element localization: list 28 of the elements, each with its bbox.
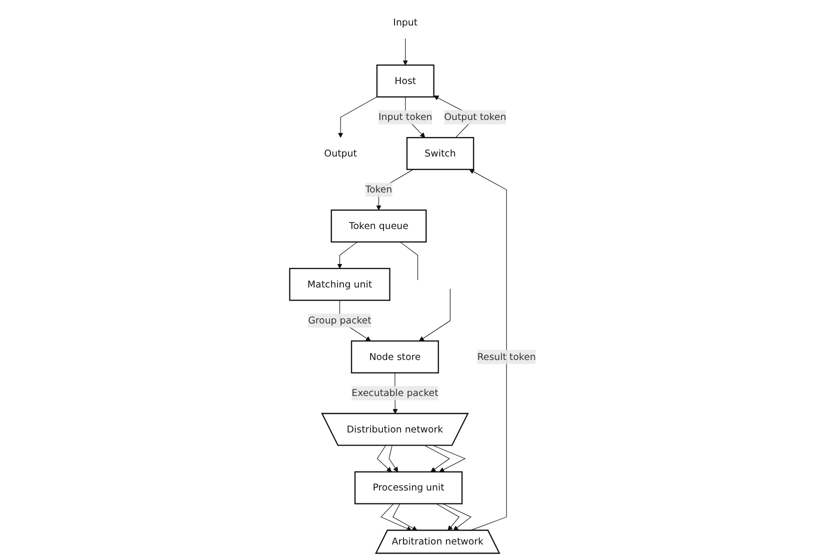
arrow bbox=[388, 445, 398, 472]
arrow bbox=[469, 169, 508, 531]
edge-label: Token bbox=[366, 184, 392, 196]
node-box: Processing unit bbox=[354, 471, 463, 504]
node-text: Input bbox=[393, 16, 418, 28]
arrow bbox=[433, 445, 466, 472]
edge-label: Output token bbox=[444, 111, 506, 123]
edge-label: Result token bbox=[478, 351, 536, 362]
node-text: Output bbox=[324, 148, 358, 159]
arrow bbox=[377, 445, 392, 472]
edge-label: Group packet bbox=[308, 314, 372, 326]
connector bbox=[400, 242, 418, 280]
arrow bbox=[392, 503, 418, 531]
arrow bbox=[403, 38, 408, 66]
node-box: Matching unit bbox=[289, 268, 391, 301]
node-box: Host bbox=[376, 64, 435, 98]
arrow bbox=[419, 288, 451, 342]
edge-label: Executable packet bbox=[352, 387, 439, 398]
node-box: Node store bbox=[351, 340, 440, 374]
node-box: Switch bbox=[406, 137, 474, 170]
edge-label: Input token bbox=[378, 111, 433, 123]
node-box: Token queue bbox=[331, 210, 427, 243]
arrow bbox=[338, 96, 378, 138]
arrow bbox=[380, 503, 412, 532]
arrow bbox=[424, 445, 450, 472]
arrow bbox=[436, 503, 460, 531]
arrow bbox=[337, 242, 358, 269]
arrow bbox=[442, 503, 472, 531]
